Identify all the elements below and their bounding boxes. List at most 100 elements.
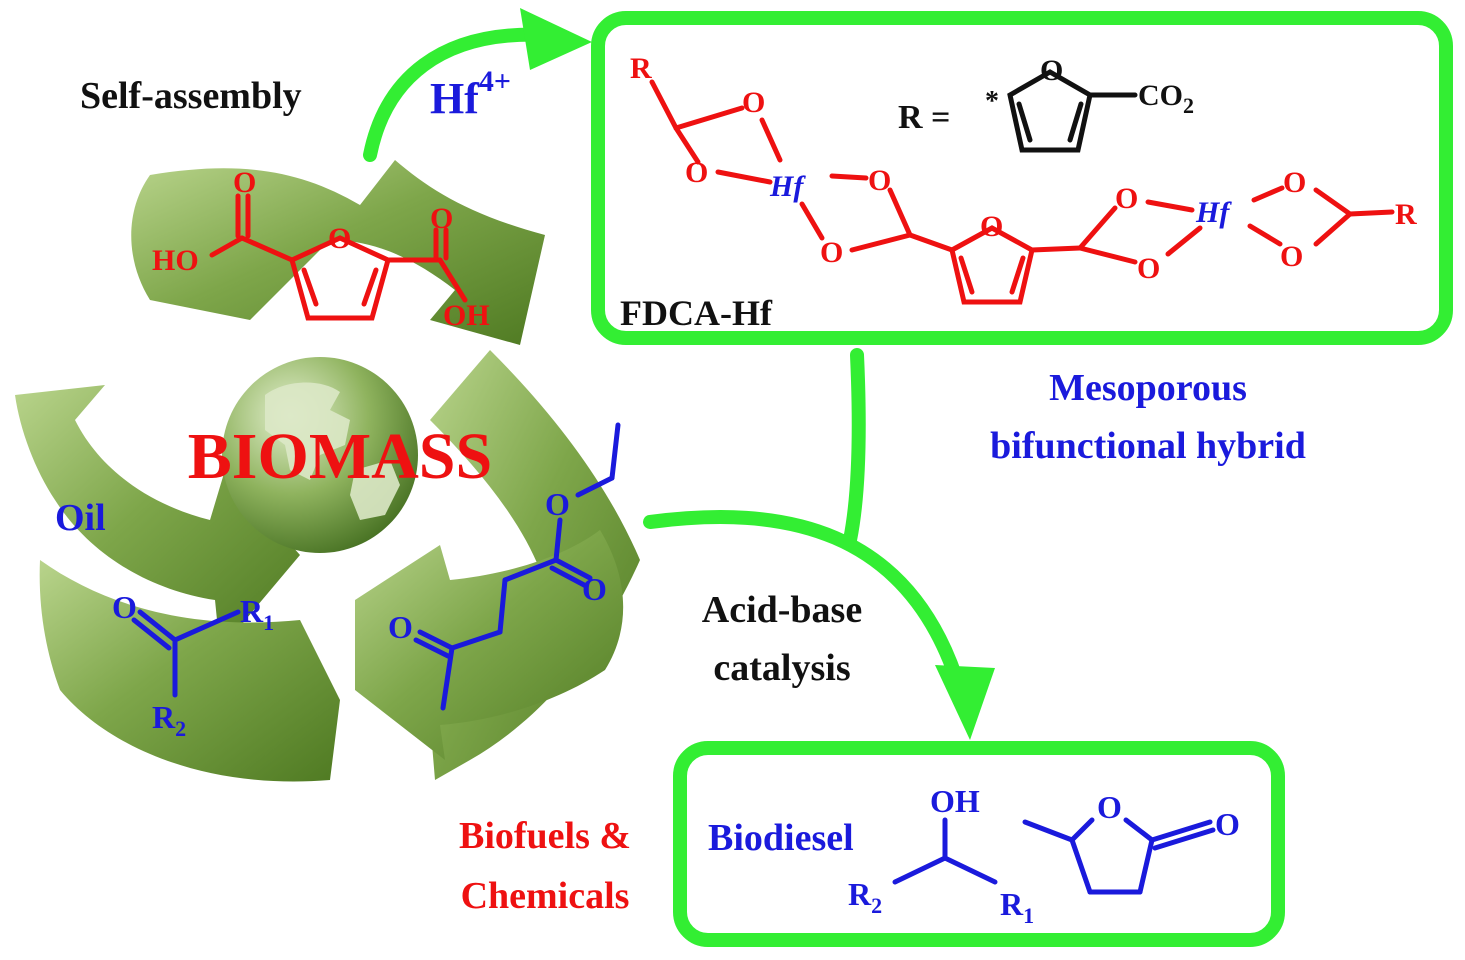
- r-asterisk: *: [985, 86, 999, 117]
- arrow-self-assembly-head: [520, 8, 592, 70]
- alcohol-labels: OH R2 R1: [848, 783, 1034, 928]
- biofuels-line2: Chemicals: [461, 875, 630, 917]
- r-definition: R = * O CO2: [898, 54, 1194, 153]
- el-bond-1: [609, 422, 621, 481]
- gvl-bond-c-co-b: [1152, 827, 1216, 851]
- gvl-labels: O O: [1097, 789, 1240, 842]
- fdca-bond-right-oh: [437, 257, 468, 303]
- hf-bond-o2-hf: [715, 169, 773, 185]
- ketone-r1: R1: [240, 593, 274, 635]
- gvl-bond-o-left: [1069, 817, 1095, 843]
- hf-bond-o8-c3: [1313, 211, 1353, 247]
- r-co2: CO2: [1138, 79, 1194, 118]
- fdca-hf-r-left: R: [630, 52, 652, 85]
- r-ring-double-b: [1067, 101, 1084, 143]
- hf-bond-hf2-o7: [1251, 185, 1285, 203]
- fdca-furan-ring: [289, 235, 391, 321]
- r-ring-double-a: [1016, 101, 1033, 143]
- fdca-hf-r-right: R: [1395, 198, 1417, 231]
- hf-ion-charge: 4+: [479, 65, 511, 98]
- fdca-hf-box: [591, 11, 1453, 345]
- hf-bond-r-c: [649, 79, 679, 131]
- hf-bond-c3-r: [1347, 209, 1395, 217]
- recycle-arrow-bottom-left: [39, 560, 340, 782]
- arrow-catalysis-curve: [643, 510, 967, 697]
- gvl-bond-methyl: [1022, 819, 1075, 843]
- biofuels-line1: Biofuels &: [459, 815, 631, 857]
- alcohol-molecule: [892, 817, 998, 885]
- hf-furan-double-a: [958, 255, 975, 295]
- ketone-r2-base: R: [152, 699, 176, 735]
- products-box: [673, 741, 1285, 947]
- fdca-hf-label: FDCA-Hf: [620, 293, 773, 333]
- hf-bond-c2-o6: [1077, 245, 1138, 265]
- hf-bond-o1-hf: [759, 117, 783, 163]
- gvl-bond-c-co-a: [1149, 819, 1213, 843]
- self-assembly-label: Self-assembly: [80, 75, 302, 117]
- r-co2-base: CO: [1138, 79, 1183, 112]
- arrow-self-assembly-curve: [363, 27, 552, 162]
- alcohol-r2-base: R: [848, 876, 872, 912]
- fdca-hf-bonds: [649, 79, 1395, 305]
- fdca-hf-o3: O: [868, 164, 891, 197]
- el-bond-2: [575, 475, 615, 498]
- recycle-arrow-left: [15, 385, 300, 650]
- el-bond-co-b: [549, 565, 589, 589]
- el-bond-co-a: [553, 557, 593, 581]
- ketone-r2: R2: [152, 699, 186, 741]
- hf-bond-o5-hf2: [1145, 199, 1195, 213]
- hf-bond-c-furan: [907, 232, 955, 253]
- ethyl-levulinate-labels: O O O: [388, 486, 607, 645]
- fdca-molecule: [209, 193, 468, 321]
- fdca-hf-hf1: Hf: [769, 170, 806, 203]
- recycle-arrow-top: [131, 160, 545, 345]
- ketone-bond-r1: [172, 609, 241, 643]
- arrow-catalysis-head: [935, 665, 995, 740]
- arrow-catalysis: [643, 348, 995, 740]
- el-bond-4: [502, 557, 559, 583]
- recycle-arrow-bottom: [355, 530, 624, 760]
- el-bond-5: [497, 577, 508, 635]
- biodiesel-label: Biodiesel: [708, 817, 854, 859]
- hf-bond-furan-c2: [1029, 245, 1083, 253]
- fdca-hf-o1: O: [742, 86, 765, 119]
- r-furan-ring: [1007, 69, 1138, 153]
- ketone-r1-base: R: [240, 593, 264, 629]
- ketone-r1-sub: 1: [263, 610, 274, 635]
- hf-bond-hf2-o8: [1247, 223, 1283, 247]
- hf-bond-c-o1: [673, 105, 745, 131]
- fdca-bond-left-oh: [209, 235, 245, 258]
- gvl-bond-o-right: [1123, 817, 1155, 843]
- hf-ion-label: Hf4+: [430, 65, 511, 123]
- r-equals: R =: [898, 99, 950, 136]
- ketone-r2-sub: 2: [175, 716, 186, 741]
- alcohol-r2-sub: 2: [871, 893, 882, 918]
- el-o-carbonyl: O: [582, 571, 607, 607]
- mesoporous-line2: bifunctional hybrid: [990, 425, 1306, 467]
- gvl-o-carbonyl: O: [1215, 806, 1240, 842]
- ketone-o: O: [112, 589, 137, 625]
- gvl-bond-ring-left: [1069, 837, 1093, 895]
- el-o-ester: O: [545, 486, 570, 522]
- hf-ion-base: Hf: [430, 74, 480, 123]
- fdca-ring-double-bond-2: [361, 267, 379, 307]
- el-bond-6: [449, 629, 503, 651]
- acid-base-line1: Acid-base: [702, 589, 862, 631]
- fdca-bond-left: [239, 235, 295, 263]
- hf-bond-hf-o4: [799, 201, 825, 241]
- mesoporous-line1: Mesoporous: [1049, 367, 1247, 409]
- acid-base-line2: catalysis: [713, 647, 850, 689]
- fdca-hf-o5: O: [1115, 182, 1138, 215]
- gvl-molecule: [1022, 817, 1216, 895]
- hf-bond-o3-c: [887, 187, 913, 238]
- ketone-double-bond-b: [131, 617, 172, 651]
- fdca-o-ring: O: [328, 222, 351, 255]
- r-ring-o: O: [1040, 54, 1063, 87]
- el-bond-ko-b: [413, 637, 451, 659]
- alcohol-bond-r1: [942, 855, 998, 885]
- r-co2-sub: 2: [1183, 93, 1194, 118]
- hf-bond-hf-o3: [829, 173, 869, 181]
- el-o-ketone: O: [388, 609, 413, 645]
- hf-bond-o6-hf2: [1165, 225, 1203, 257]
